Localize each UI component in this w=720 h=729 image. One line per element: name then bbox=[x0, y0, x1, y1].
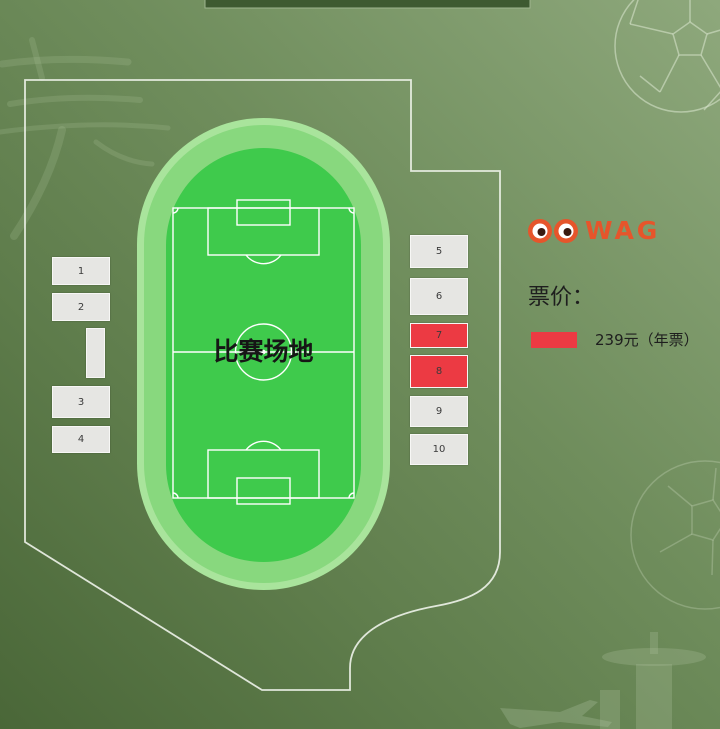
seat-section-unlabeled[interactable] bbox=[86, 328, 105, 378]
price-legend-label: 239元（年票） bbox=[595, 331, 699, 349]
field-label: 比赛场地 bbox=[213, 337, 314, 366]
corner-arc-bottom-left bbox=[172, 492, 179, 499]
seat-section-label: 3 bbox=[77, 396, 85, 408]
penalty-box-bottom bbox=[207, 449, 320, 499]
penalty-box-top bbox=[207, 207, 320, 256]
center-circle bbox=[234, 323, 293, 381]
seat-section-label: 9 bbox=[435, 406, 443, 417]
seat-section-6[interactable]: 6 bbox=[410, 278, 468, 315]
seat-section-5[interactable]: 5 bbox=[410, 235, 468, 268]
seat-section-label: 7 bbox=[435, 330, 443, 341]
seat-section-label: 2 bbox=[77, 301, 85, 313]
calligraphy-watermark bbox=[0, 37, 171, 240]
airplane-watermark bbox=[500, 700, 612, 728]
seat-section-7[interactable]: 7 bbox=[410, 323, 468, 348]
tower-watermark bbox=[600, 632, 706, 729]
corner-arc-top-right bbox=[348, 207, 355, 214]
corner-arc-bottom-right bbox=[348, 492, 355, 499]
corner-arc-top-left bbox=[172, 207, 179, 214]
center-spot bbox=[261, 349, 266, 355]
logo-wordmark: WAG bbox=[585, 216, 661, 245]
top-banner-edge bbox=[204, 0, 531, 9]
seat-section-label: 8 bbox=[435, 366, 443, 377]
seat-section-4[interactable]: 4 bbox=[52, 426, 110, 453]
seat-section-10[interactable]: 10 bbox=[410, 434, 468, 465]
goal-area-top bbox=[236, 199, 291, 226]
pitch-markings bbox=[172, 199, 355, 505]
seat-section-1[interactable]: 1 bbox=[52, 257, 110, 285]
penalty-arc-top bbox=[245, 254, 282, 265]
seat-section-9[interactable]: 9 bbox=[410, 396, 468, 427]
seat-section-label: 6 bbox=[435, 291, 443, 302]
goal-area-bottom bbox=[236, 477, 291, 505]
seat-section-label: 4 bbox=[77, 434, 85, 445]
right-eye-pupil bbox=[563, 228, 572, 236]
seat-section-label: 10 bbox=[432, 444, 446, 455]
price-legend-title: 票价： bbox=[528, 285, 595, 310]
penalty-arc-bottom bbox=[245, 440, 282, 451]
soccer-ball-watermark-top bbox=[614, 0, 720, 113]
seat-section-label: 1 bbox=[77, 265, 85, 277]
seat-section-8[interactable]: 8 bbox=[410, 355, 468, 388]
seat-section-3[interactable]: 3 bbox=[52, 386, 110, 418]
left-eye-pupil bbox=[537, 228, 546, 236]
price-legend-swatch bbox=[531, 332, 577, 348]
eyes-logo-icon bbox=[528, 219, 578, 243]
seat-section-label: 5 bbox=[435, 246, 443, 257]
seat-section-2[interactable]: 2 bbox=[52, 293, 110, 321]
venue-boundary bbox=[24, 79, 501, 691]
soccer-ball-watermark-bottom bbox=[630, 460, 720, 610]
pitch-surface bbox=[166, 148, 361, 562]
brand-logo: WAG bbox=[527, 217, 677, 245]
